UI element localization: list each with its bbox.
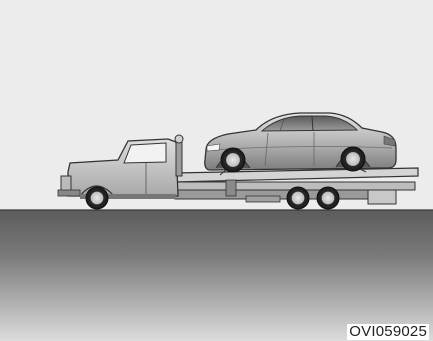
car-rear-wheel: [341, 147, 365, 171]
rear-wheel-2: [317, 187, 339, 209]
rear-wheel-1: [287, 187, 309, 209]
ground: [0, 210, 433, 341]
car-front-wheel: [221, 148, 245, 172]
figure-code: OVI059025: [347, 324, 429, 340]
front-wheel: [86, 187, 108, 209]
